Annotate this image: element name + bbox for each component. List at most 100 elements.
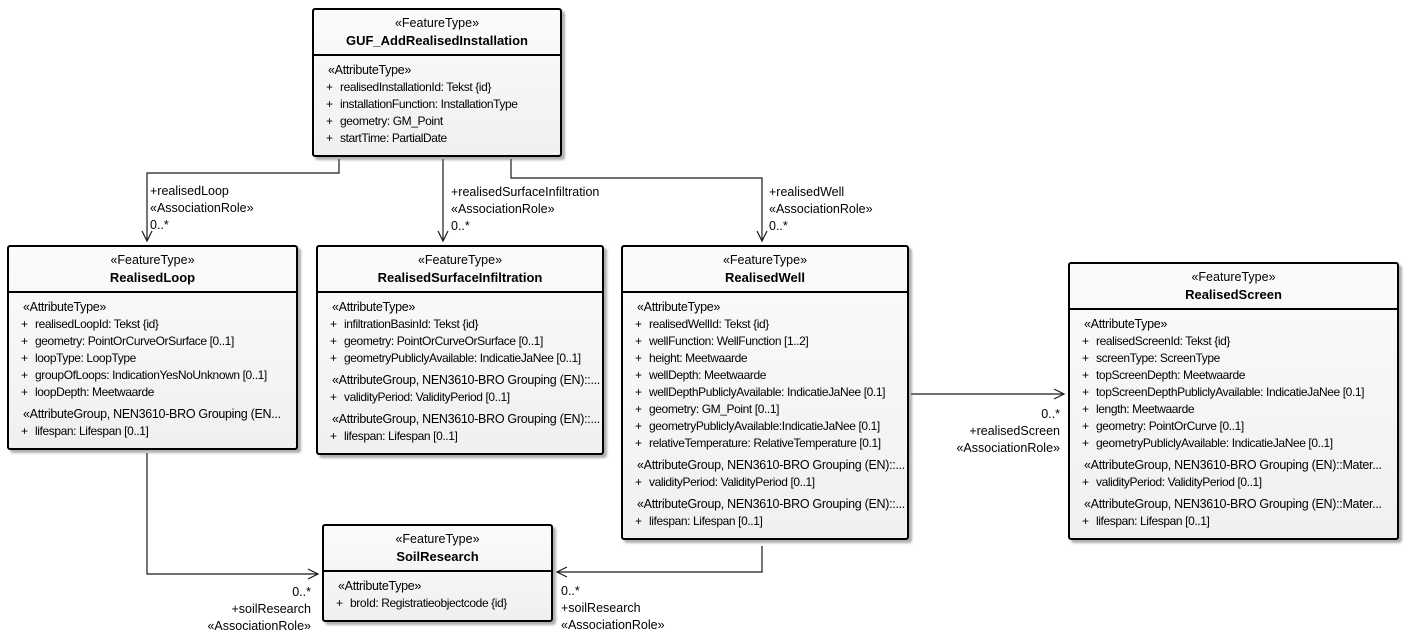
- visibility-marker: +: [1082, 402, 1090, 416]
- attribute-text: topScreenDepth: Meetwaarde: [1096, 368, 1246, 382]
- visibility-marker: +: [1082, 385, 1090, 399]
- association-label-realised-well: +realisedWell «AssociationRole» 0..*: [769, 184, 873, 235]
- association-role: +soilResearch: [231, 602, 311, 616]
- association-label-soil-research-right: 0..* +soilResearch «AssociationRole»: [561, 583, 665, 634]
- attribute-row: +lifespan: Lifespan [0..1]: [625, 513, 905, 530]
- association-multiplicity: 0..*: [769, 219, 788, 233]
- attribute-row: +screenType: ScreenType: [1072, 350, 1395, 367]
- association-role: +soilResearch: [561, 601, 641, 615]
- class-box-realised-surface-infiltration[interactable]: «FeatureType» RealisedSurfaceInfiltratio…: [316, 245, 604, 455]
- attribute-row: + geometry: PointOrCurveOrSurface [0..1]: [320, 333, 600, 350]
- attribute-text: realisedLoopId: Tekst {id}: [35, 317, 159, 331]
- attribute-row: +validityPeriod: ValidityPeriod [0..1]: [1072, 474, 1395, 491]
- visibility-marker: +: [21, 385, 29, 399]
- attribute-group-header: «AttributeType»: [332, 300, 416, 314]
- class-box-realised-screen[interactable]: «FeatureType» RealisedScreen «AttributeT…: [1068, 262, 1399, 540]
- association-label-realised-loop: +realisedLoop «AssociationRole» 0..*: [150, 183, 254, 234]
- attribute-row: +relativeTemperature: RelativeTemperatur…: [625, 435, 905, 452]
- class-attributes: «AttributeType» +realisedWellId: Tekst {i…: [623, 293, 907, 538]
- attribute-text: geometry: PointOrCurve [0..1]: [1096, 419, 1244, 433]
- class-stereotype: «FeatureType»: [722, 253, 808, 267]
- attribute-row: +loopDepth: Meetwaarde: [11, 384, 294, 401]
- class-header: «FeatureType» RealisedSurfaceInfiltratio…: [318, 247, 602, 293]
- attribute-text: loopType: LoopType: [35, 351, 136, 365]
- class-box-soil-research[interactable]: «FeatureType» SoilResearch «AttributeTyp…: [322, 524, 553, 622]
- class-header: «FeatureType» RealisedScreen: [1070, 264, 1397, 310]
- attribute-text: realisedInstallationId: Tekst {id}: [340, 80, 491, 94]
- attribute-row: + realisedLoopId: Tekst {id}: [11, 316, 294, 333]
- visibility-marker: +: [635, 351, 643, 365]
- association-stereotype: «AssociationRole»: [207, 619, 311, 633]
- class-attributes: «AttributeType»+realisedInstallationId: …: [314, 56, 560, 155]
- attribute-group-header: «AttributeType»: [637, 300, 721, 314]
- association-stereotype: «AssociationRole»: [561, 618, 665, 632]
- class-box-realised-loop[interactable]: «FeatureType» RealisedLoop «AttributeTyp…: [7, 245, 298, 450]
- attribute-text: relativeTemperature: RelativeTemperature…: [649, 436, 881, 450]
- attribute-text: geometry: PointOrCurveOrSurface [0..1]: [35, 334, 234, 348]
- visibility-marker: +: [1082, 514, 1090, 528]
- attribute-group-header: «AttributeGroup, NEN3610-BRO Grouping (E…: [332, 412, 600, 426]
- class-stereotype: «FeatureType»: [395, 532, 480, 546]
- attribute-group-header: «AttributeGroup, NEN3610-BRO Grouping (E…: [332, 373, 600, 387]
- attribute-text: topScreenDepthPubliclyAvailable: Indicat…: [1096, 385, 1365, 399]
- attribute-text: geometryPubliclyAvailable: IndicatieJaNe…: [1096, 436, 1333, 450]
- attribute-group-header: «AttributeGroup, NEN3610-BRO Grouping (E…: [1084, 458, 1382, 472]
- attribute-row: +geometryPubliclyAvailable: IndicatieJaN…: [1072, 435, 1395, 452]
- class-name: RealisedWell: [725, 270, 805, 285]
- association-stereotype: «AssociationRole»: [769, 202, 873, 216]
- association-role: +realisedWell: [769, 185, 845, 199]
- attribute-row: +validityPeriod: ValidityPeriod [0..1]: [320, 389, 600, 406]
- class-header: «FeatureType» RealisedWell: [623, 247, 907, 293]
- attribute-row: +geometry: PointOrCurve [0..1]: [1072, 418, 1395, 435]
- visibility-marker: +: [21, 424, 29, 438]
- visibility-marker: +: [635, 317, 643, 331]
- visibility-marker: +: [330, 317, 338, 331]
- attribute-row: +wellFunction: WellFunction [1..2]: [625, 333, 905, 350]
- visibility-marker: +: [21, 351, 29, 365]
- association-role: +realisedScreen: [969, 424, 1060, 438]
- attribute-row: +installationFunction: InstallationType: [316, 96, 558, 113]
- attribute-text: validityPeriod: ValidityPeriod [0..1]: [1096, 475, 1262, 489]
- attribute-group-header: «AttributeType»: [338, 579, 422, 593]
- attribute-text: wellDepth: Meetwaarde: [649, 368, 766, 382]
- attribute-row: +realisedInstallationId: Tekst {id}: [316, 79, 558, 96]
- attribute-row: + geometry: PointOrCurveOrSurface [0..1]: [11, 333, 294, 350]
- attribute-row: +geometryPubliclyAvailable: IndicatieJaN…: [320, 350, 600, 367]
- attribute-text: length: Meetwaarde: [1096, 402, 1195, 416]
- class-attributes: «AttributeType»+realisedLoopId: Tekst {i…: [9, 293, 296, 448]
- attribute-row: +realisedWellId: Tekst {id}: [625, 316, 905, 333]
- association-multiplicity: 0..*: [150, 218, 169, 232]
- class-attributes: «AttributeType»+broId: Registratieobject…: [324, 572, 551, 620]
- class-name: SoilResearch: [396, 549, 479, 564]
- attribute-text: geometry: PointOrCurveOrSurface [0..1]: [344, 334, 543, 348]
- visibility-marker: +: [326, 114, 334, 128]
- attribute-row: + topScreenDepthPubliclyAvailable: Indica…: [1072, 384, 1395, 401]
- association-label-soil-research-left: 0..* +soilResearch «AssociationRole»: [98, 584, 311, 635]
- association-multiplicity: 0..*: [561, 584, 580, 598]
- association-role: +realisedLoop: [150, 184, 229, 198]
- class-header: «FeatureType» SoilResearch: [324, 526, 551, 572]
- attribute-text: realisedScreenId: Tekst {id}: [1096, 334, 1231, 348]
- class-box-guf-addrealisedinstallation[interactable]: «FeatureType» GUF_AddRealisedInstallatio…: [312, 8, 562, 157]
- visibility-marker: +: [21, 368, 29, 382]
- attribute-text: geometry: GM_Point: [340, 114, 443, 128]
- visibility-marker: +: [1082, 351, 1090, 365]
- visibility-marker: +: [330, 334, 338, 348]
- class-box-realised-well[interactable]: «FeatureType» RealisedWell «AttributeTyp…: [621, 245, 909, 540]
- attribute-text: lifespan: Lifespan [0..1]: [344, 429, 458, 443]
- visibility-marker: +: [21, 317, 29, 331]
- visibility-marker: +: [21, 334, 29, 348]
- association-stereotype: «AssociationRole»: [451, 202, 555, 216]
- class-attributes: «AttributeType»+realisedScreenId: Tekst …: [1070, 310, 1397, 538]
- class-header: «FeatureType» GUF_AddRealisedInstallatio…: [314, 10, 560, 56]
- association-multiplicity: 0..*: [292, 585, 311, 599]
- attribute-row: +infiltrationBasinId: Tekst {id}: [320, 316, 600, 333]
- class-stereotype: «FeatureType»: [394, 16, 480, 30]
- visibility-marker: +: [336, 596, 344, 610]
- attribute-text: wellFunction: WellFunction [1..2]: [649, 334, 809, 348]
- visibility-marker: +: [330, 429, 338, 443]
- attribute-row: +wellDepthPubliclyAvailable: IndicatieJa…: [625, 384, 905, 401]
- attribute-text: geometry: GM_Point [0..1]: [649, 402, 780, 416]
- attribute-text: lifespan: Lifespan [0..1]: [35, 424, 149, 438]
